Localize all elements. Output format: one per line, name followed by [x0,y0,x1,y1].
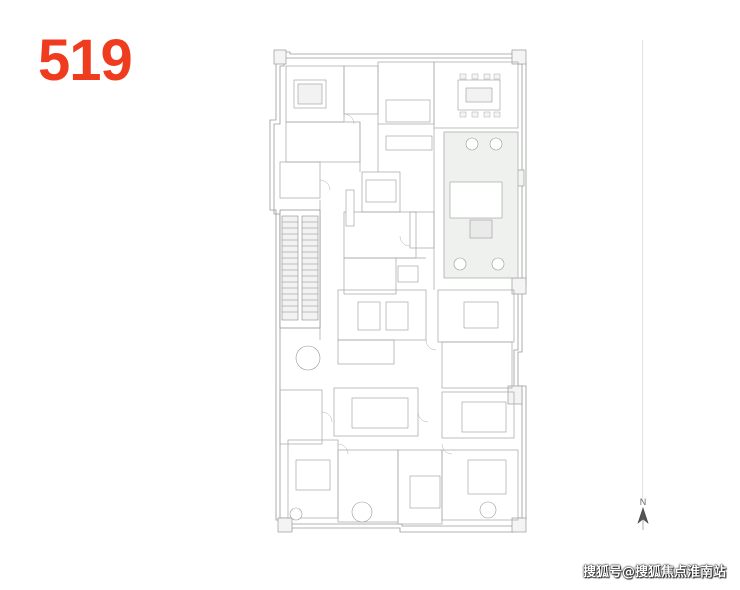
floor-plan [269,49,527,533]
unit-number: 519 [38,28,133,93]
north-arrow-icon [637,507,649,530]
furniture [289,79,507,523]
watermark: 搜狐号@搜狐焦点淮南站 [582,565,726,580]
dining-chairs [459,73,501,118]
corner-bays [273,49,527,533]
interior-walls [279,61,519,525]
north-label: N [639,497,647,507]
door-swings [319,113,453,455]
staircase [279,209,321,329]
north-reference-line [642,40,643,502]
